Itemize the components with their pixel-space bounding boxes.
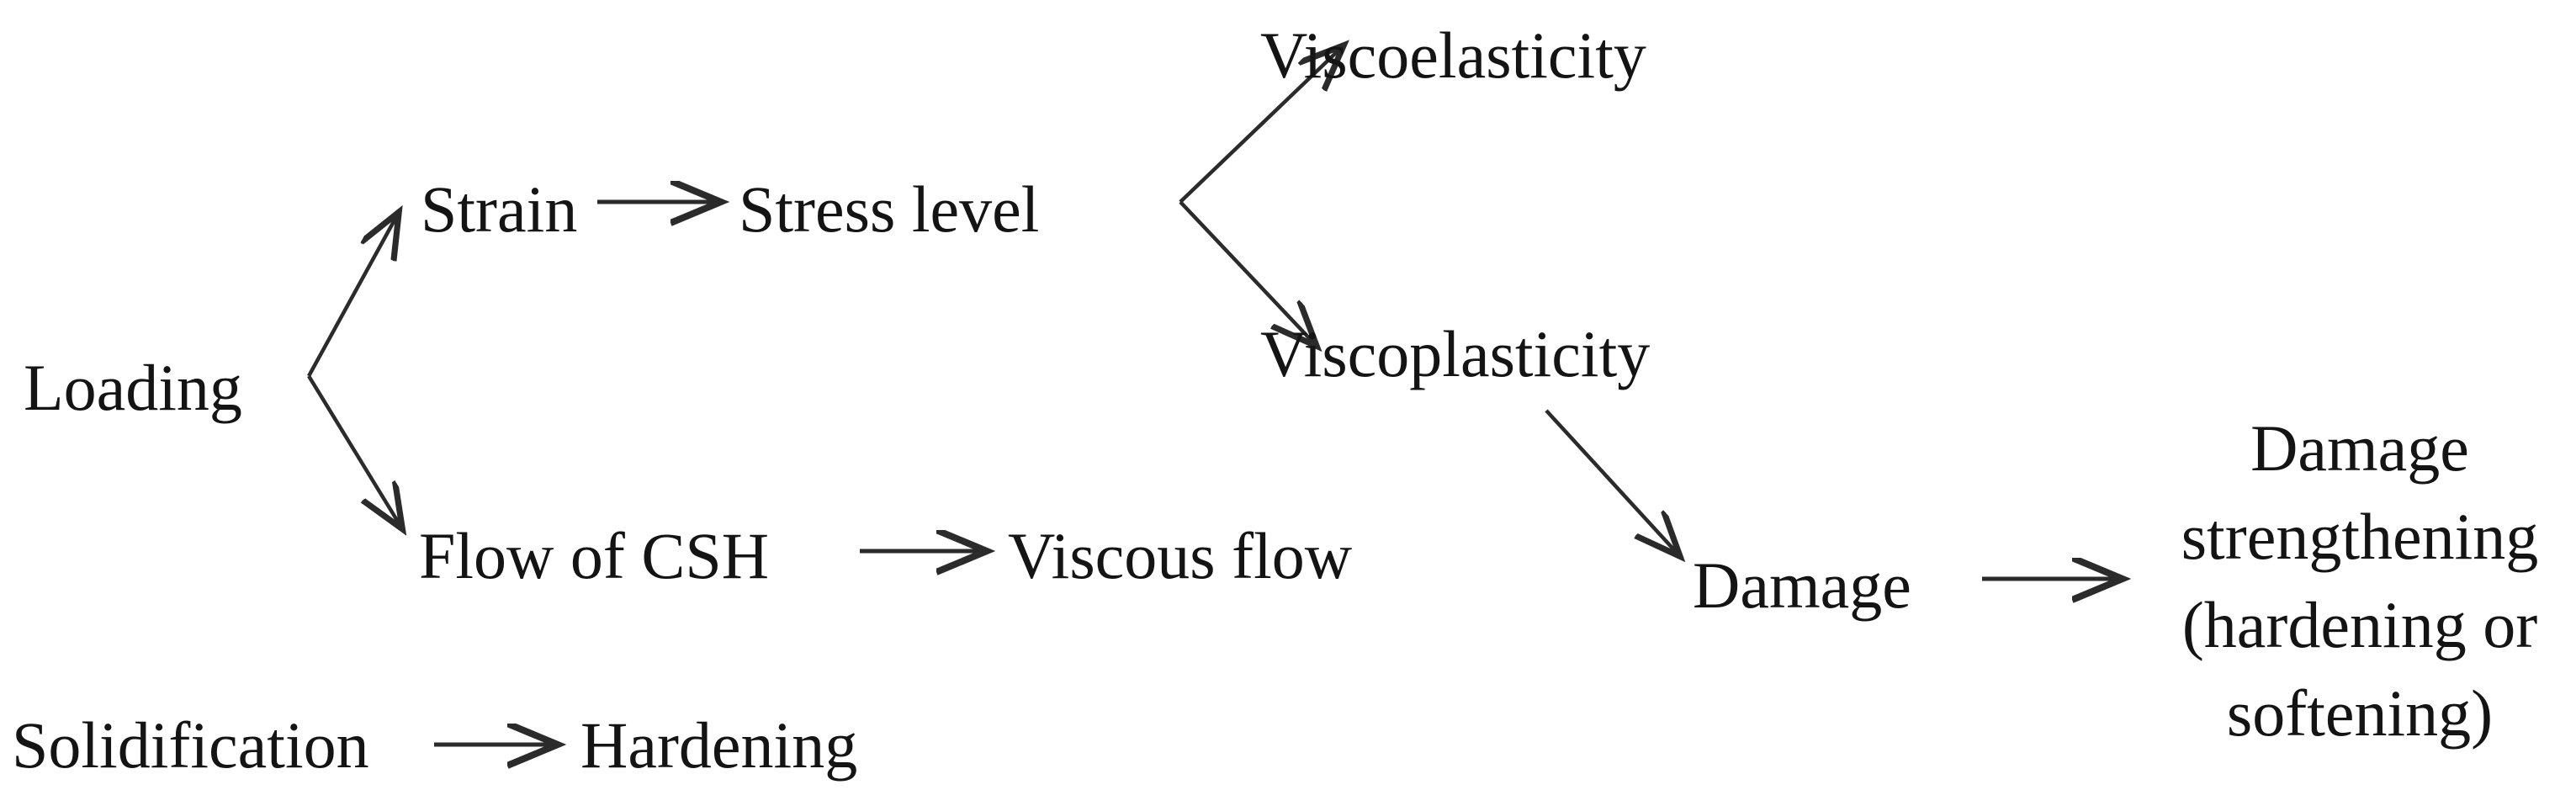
node-strain: Strain — [421, 172, 578, 246]
node-hardening: Hardening — [580, 708, 858, 782]
node-viscoplasticity: Viscoplasticity — [1260, 317, 1651, 390]
node-solidification: Solidification — [12, 708, 369, 782]
node-viscoelasticity: Viscoelasticity — [1260, 19, 1646, 92]
node-viscous-flow: Viscous flow — [1008, 519, 1353, 592]
node-damage-strengthening-line-4: softening) — [2226, 676, 2494, 750]
node-damage: Damage — [1693, 549, 1911, 622]
edge-viscoplasticity-to-damage — [1545, 409, 1678, 554]
node-damage-strengthening-line-3: (hardening or — [2181, 588, 2538, 661]
node-flow-of-csh: Flow of CSH — [419, 519, 770, 592]
node-stress-level: Stress level — [739, 172, 1040, 246]
node-loading: Loading — [24, 351, 242, 424]
edge-loading-to-flow-of-csh — [307, 374, 400, 526]
edge-loading-to-strain — [307, 215, 397, 378]
node-damage-strengthening-line-1: Damage — [2250, 411, 2469, 485]
node-damage-strengthening: Damage strengthening (hardening or softe… — [2154, 404, 2566, 757]
node-damage-strengthening-line-2: strengthening — [2181, 500, 2539, 573]
